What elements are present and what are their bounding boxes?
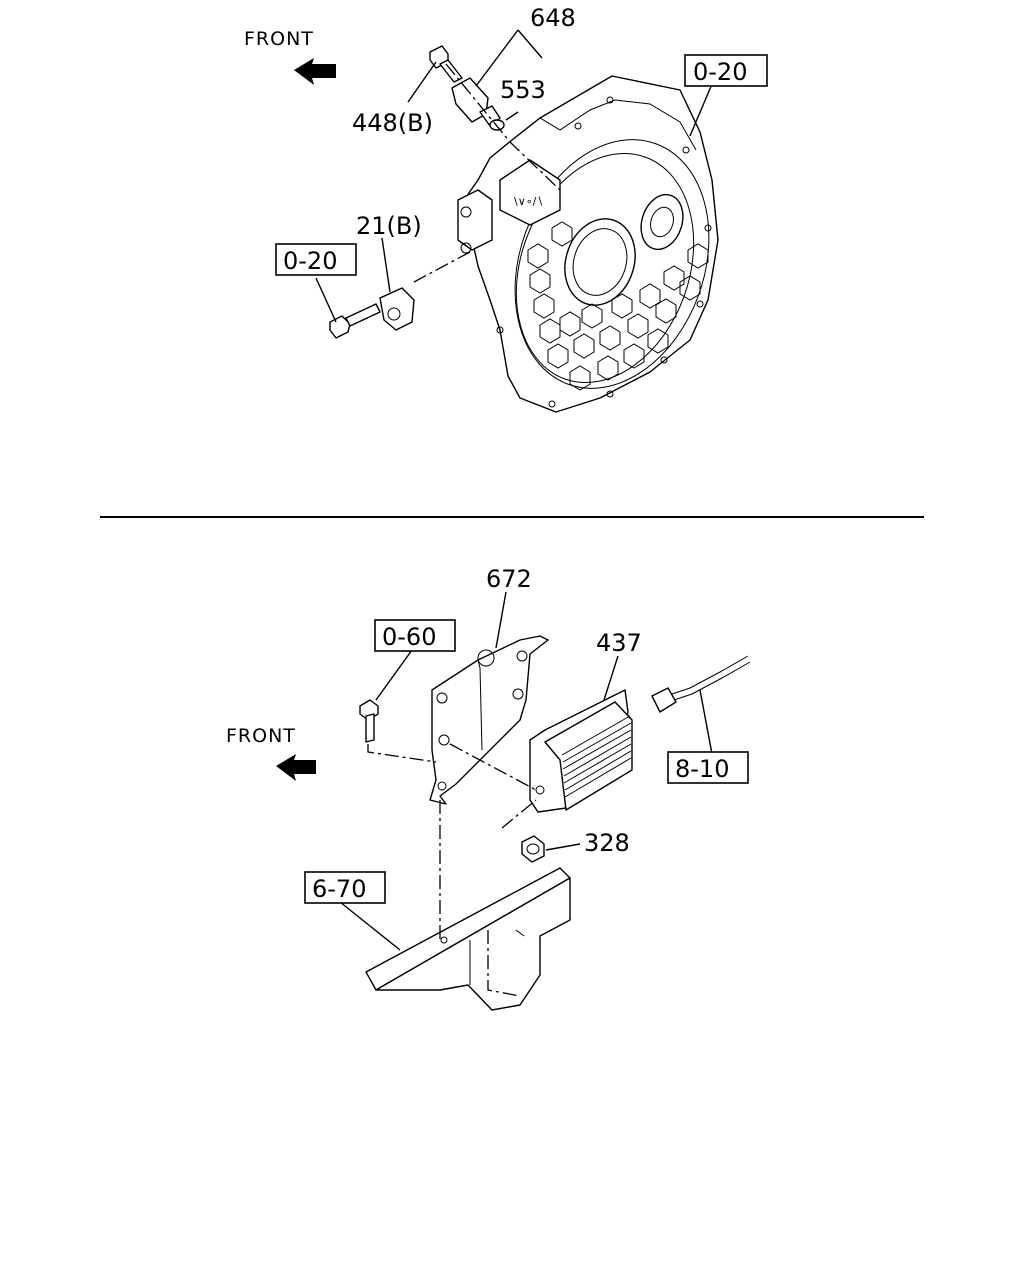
front-arrow-icon-top: [294, 58, 336, 85]
leader-ref-top: [689, 83, 713, 137]
ref-box-060: 0-60: [374, 619, 456, 652]
svg-text:\∨∘/∖: \∨∘/∖: [514, 195, 543, 208]
leader-ref-left: [315, 277, 337, 323]
leader-672: [495, 591, 507, 649]
front-arrow-icon-bottom: [276, 754, 316, 781]
callout-648: 648: [530, 4, 576, 32]
ref-box-670: 6-70: [304, 871, 386, 904]
ref-box-810: 8-10: [667, 751, 749, 784]
leader-553: [505, 111, 519, 121]
bracket-672: [429, 635, 549, 805]
leader-437: [603, 655, 619, 701]
ref-box-top: 0-20: [684, 54, 768, 87]
front-label-bottom: FRONT: [226, 725, 296, 747]
o-ring-553: [489, 119, 505, 131]
leader-648-b: [517, 29, 543, 59]
leader-328: [545, 843, 581, 851]
leader-810: [699, 689, 713, 755]
module-437: [529, 689, 633, 813]
dash-bracket-to-module: [449, 743, 537, 791]
callout-21b: 21(B): [356, 212, 422, 240]
dash-bolt-to-bracket: [367, 744, 437, 763]
leader-448b: [407, 61, 437, 103]
callout-448b: 448(B): [352, 109, 433, 137]
bell-housing: \∨∘/∖: [457, 75, 719, 413]
top-section: FRONT: [244, 4, 768, 413]
callout-437: 437: [596, 629, 642, 657]
ref-top-label: 0-20: [693, 58, 747, 86]
leader-670: [339, 901, 401, 951]
bolt-left: [329, 303, 381, 339]
callout-553: 553: [500, 76, 546, 104]
leader-060: [375, 649, 413, 701]
front-label-top: FRONT: [244, 28, 314, 50]
ref-810-label: 8-10: [675, 755, 729, 783]
dash-nut-to-module: [501, 799, 537, 829]
bolt-060: [359, 699, 379, 743]
dash-line-bracket: [413, 251, 471, 283]
ref-box-left: 0-20: [275, 243, 357, 276]
harness-connector: [651, 655, 751, 713]
leader-21b: [381, 237, 391, 293]
frame-rail-670: [365, 867, 571, 1011]
callout-328: 328: [584, 829, 630, 857]
bracket-21b: [379, 287, 415, 331]
nut-328: [521, 835, 545, 863]
dash-line-bolt-to-mount: [445, 63, 561, 191]
ref-670-label: 6-70: [312, 875, 366, 903]
callout-672: 672: [486, 565, 532, 593]
ref-060-label: 0-60: [382, 623, 436, 651]
leader-648-a: [475, 29, 519, 87]
ref-left-label: 0-20: [283, 247, 337, 275]
bottom-section: FRONT: [226, 565, 751, 1011]
